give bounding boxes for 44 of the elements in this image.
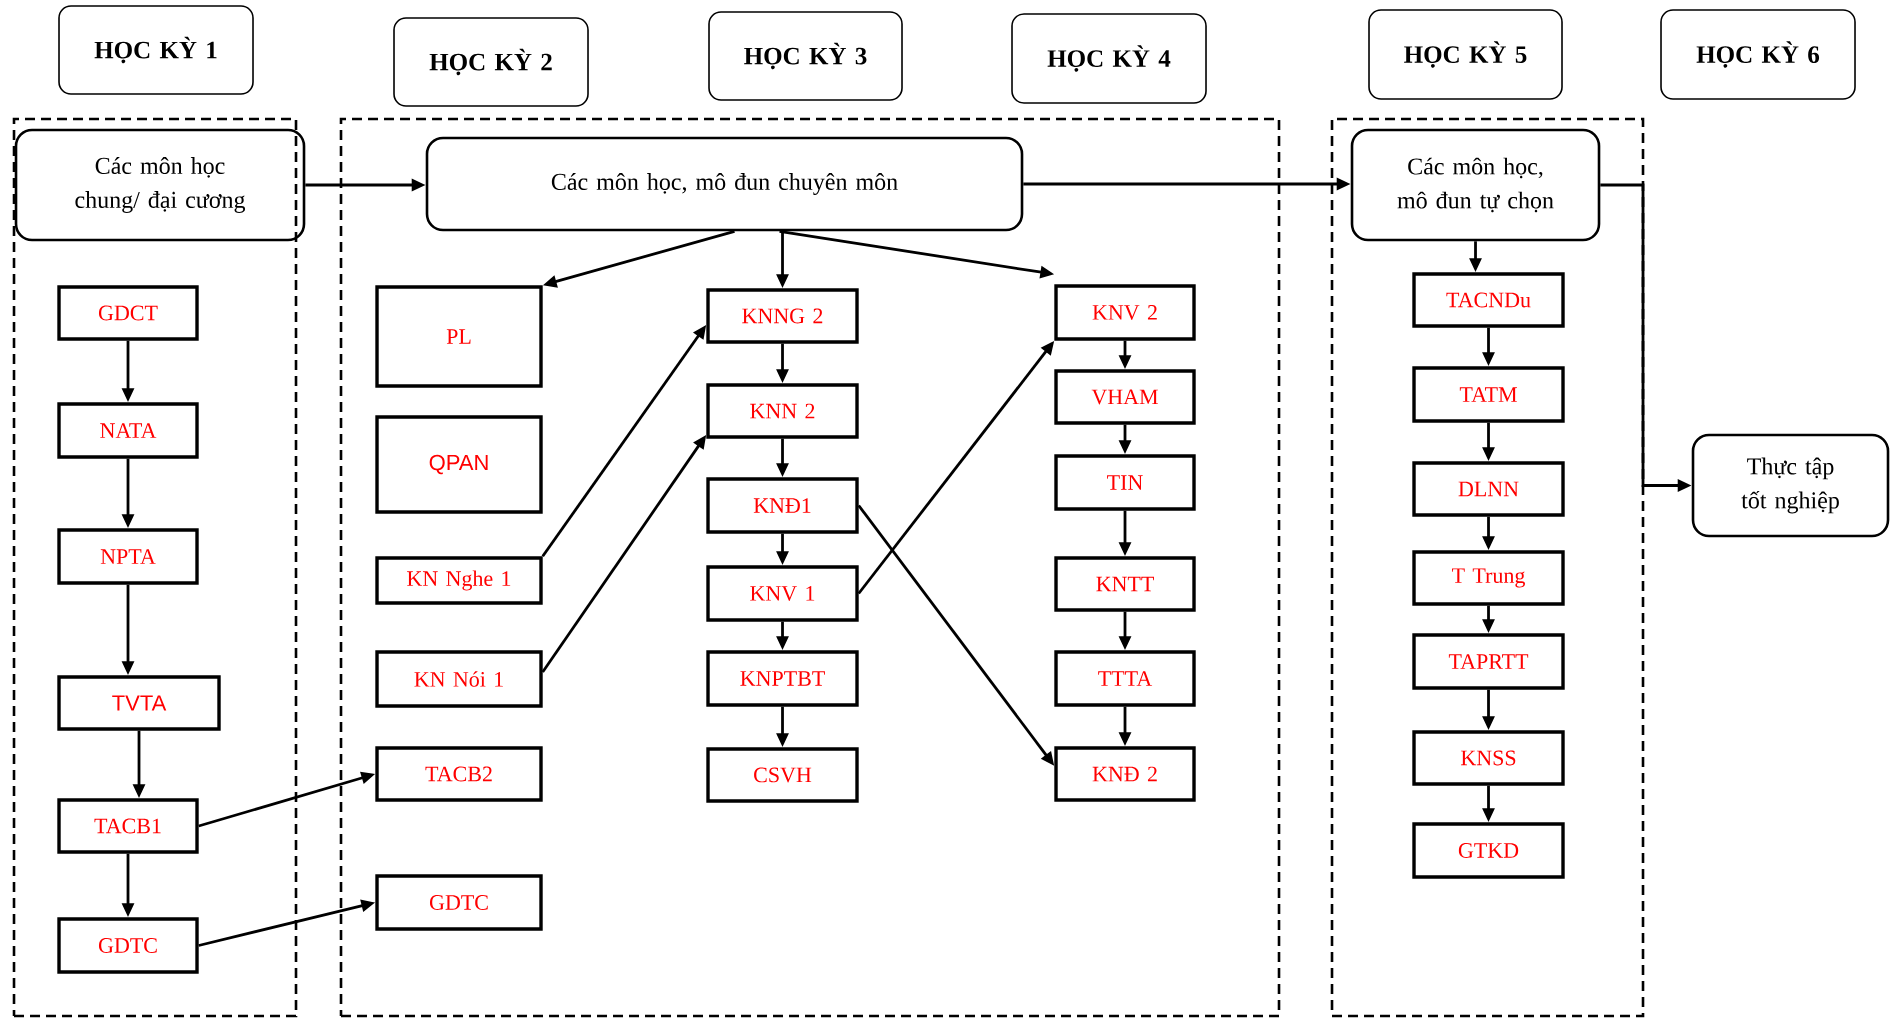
course-box: KNNG 2	[706, 288, 859, 344]
course-box: KNĐ 2	[1054, 746, 1196, 802]
semester-frame	[12, 117, 298, 1018]
course-box: KNTT	[1054, 556, 1196, 612]
course-box: TACNDu	[1412, 272, 1565, 328]
course-box: KNN 2	[706, 383, 859, 439]
course-box: GDCT	[57, 285, 199, 341]
semester-header: HỌC KỲ 1	[58, 5, 254, 95]
course-box: TTTA	[1054, 650, 1196, 707]
course-box: TAPRTT	[1412, 633, 1565, 690]
course-box: KNSS	[1412, 730, 1565, 786]
course-box: TIN	[1054, 454, 1196, 511]
group-box: Các môn học chung/ đại cương	[14, 128, 306, 242]
course-box: TVTA	[57, 675, 221, 731]
course-box: KNV 2	[1054, 284, 1196, 341]
course-box: GDTC	[57, 917, 199, 974]
course-box: DLNN	[1412, 461, 1565, 517]
course-box: TACB2	[375, 746, 543, 802]
course-box: VHAM	[1054, 369, 1196, 425]
course-box: CSVH	[706, 747, 859, 803]
semester-frame	[339, 117, 1281, 1018]
semester-header: HỌC KỲ 2	[393, 17, 589, 107]
semester-header: HỌC KỲ 4	[1011, 13, 1207, 104]
course-box: NATA	[57, 402, 199, 459]
semester-header: HỌC KỲ 3	[708, 11, 903, 101]
course-box: KN Nói 1	[375, 650, 543, 708]
course-box: KNPTBT	[706, 650, 859, 707]
course-box: KN Nghe 1	[375, 556, 543, 605]
course-box: GDTC	[375, 874, 543, 931]
course-box: TACB1	[57, 798, 199, 854]
group-box: Các môn học, mô đun chuyên môn	[425, 136, 1024, 232]
group-box: Các môn học, mô đun tự chọn	[1350, 128, 1601, 242]
group-box: Thực tập tốt nghiệp	[1691, 433, 1890, 538]
course-box: PL	[375, 285, 543, 388]
semester-header: HỌC KỲ 6	[1660, 9, 1856, 100]
course-box: T Trung	[1412, 550, 1565, 606]
course-box: TATM	[1412, 366, 1565, 423]
semester-frame	[1330, 117, 1645, 1018]
course-box: KNV 1	[706, 565, 859, 622]
course-box: KNĐ1	[706, 477, 859, 534]
course-box: QPAN	[375, 415, 543, 514]
semester-header: HỌC KỲ 5	[1368, 9, 1563, 100]
course-box: GTKD	[1412, 822, 1565, 879]
course-box: NPTA	[57, 528, 199, 585]
